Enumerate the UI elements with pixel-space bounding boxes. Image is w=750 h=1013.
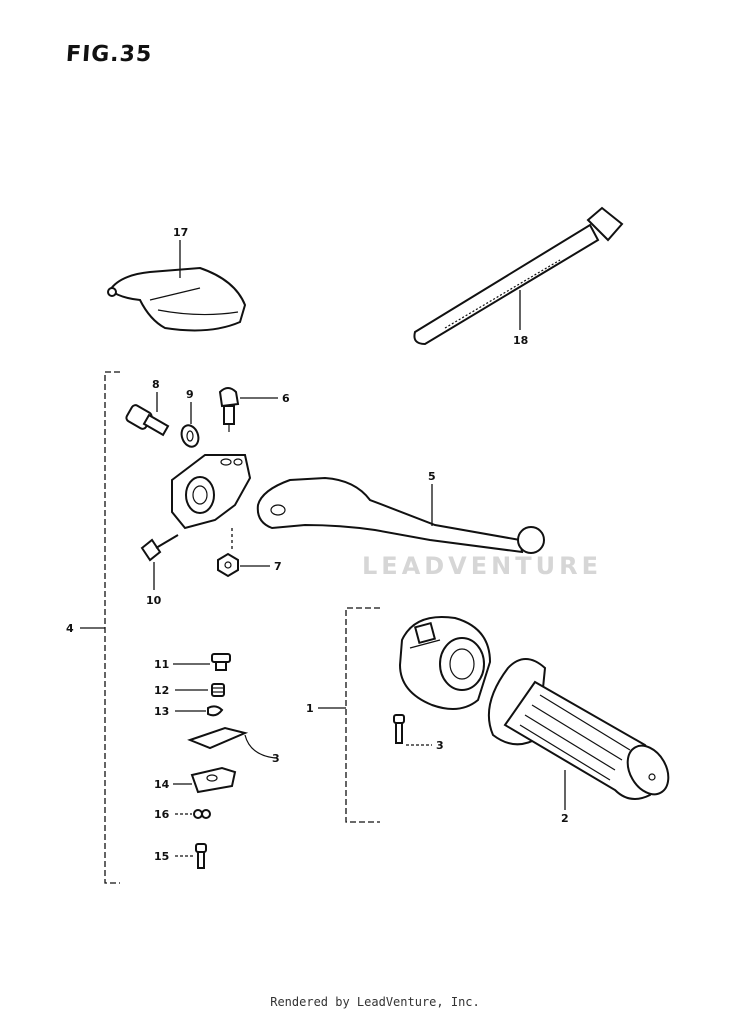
callout-10: 10 xyxy=(146,594,162,607)
part-7-nut[interactable] xyxy=(217,552,239,578)
part-13-washer[interactable] xyxy=(207,705,224,717)
part-14-switch[interactable] xyxy=(190,766,237,794)
callout-3: 3 xyxy=(436,739,444,752)
callout-1: 1 xyxy=(306,702,314,715)
callout-16: 16 xyxy=(154,808,170,821)
part-9-lock-nut[interactable] xyxy=(179,423,202,449)
part-8-adjuster-bolt[interactable] xyxy=(125,404,170,437)
part-18-cable-tie[interactable] xyxy=(413,206,624,346)
part-17-lever-cover[interactable] xyxy=(107,266,247,332)
callout-13: 13 xyxy=(154,705,169,718)
callout-15: 15 xyxy=(154,850,169,863)
part-15-screw[interactable] xyxy=(195,843,207,869)
watermark: LEADVENTURE xyxy=(362,552,602,580)
part-16-washer[interactable] xyxy=(193,809,211,819)
footer-credit: Rendered by LeadVenture, Inc. xyxy=(270,995,480,1009)
lever-holder-body[interactable] xyxy=(171,454,252,530)
part-12-spring[interactable] xyxy=(211,683,225,697)
switch-housing[interactable] xyxy=(398,616,492,710)
callout-11: 11 xyxy=(154,658,169,671)
part-2-grip[interactable] xyxy=(487,658,677,802)
switch-plate-wire[interactable]: 3 xyxy=(187,726,280,765)
bracket-4 xyxy=(104,371,120,884)
callout-2: 2 xyxy=(561,812,569,825)
callout-14: 14 xyxy=(154,778,170,791)
callout-8: 8 xyxy=(152,378,160,391)
callout-12: 12 xyxy=(154,684,169,697)
part-3-screw[interactable] xyxy=(393,714,405,744)
part-10-bolt[interactable] xyxy=(140,534,179,562)
bracket-1 xyxy=(345,607,380,823)
callout-17: 17 xyxy=(173,226,188,239)
svg-text:3: 3 xyxy=(272,752,280,765)
callout-18: 18 xyxy=(513,334,528,347)
part-11-screw[interactable] xyxy=(211,653,231,671)
part-5-clutch-lever[interactable] xyxy=(256,476,545,554)
callout-5: 5 xyxy=(428,470,436,483)
part-6-pivot-bolt[interactable] xyxy=(218,387,240,432)
callout-7: 7 xyxy=(274,560,282,573)
callout-4: 4 xyxy=(66,622,74,635)
callout-6: 6 xyxy=(282,392,290,405)
callout-9: 9 xyxy=(186,388,194,401)
